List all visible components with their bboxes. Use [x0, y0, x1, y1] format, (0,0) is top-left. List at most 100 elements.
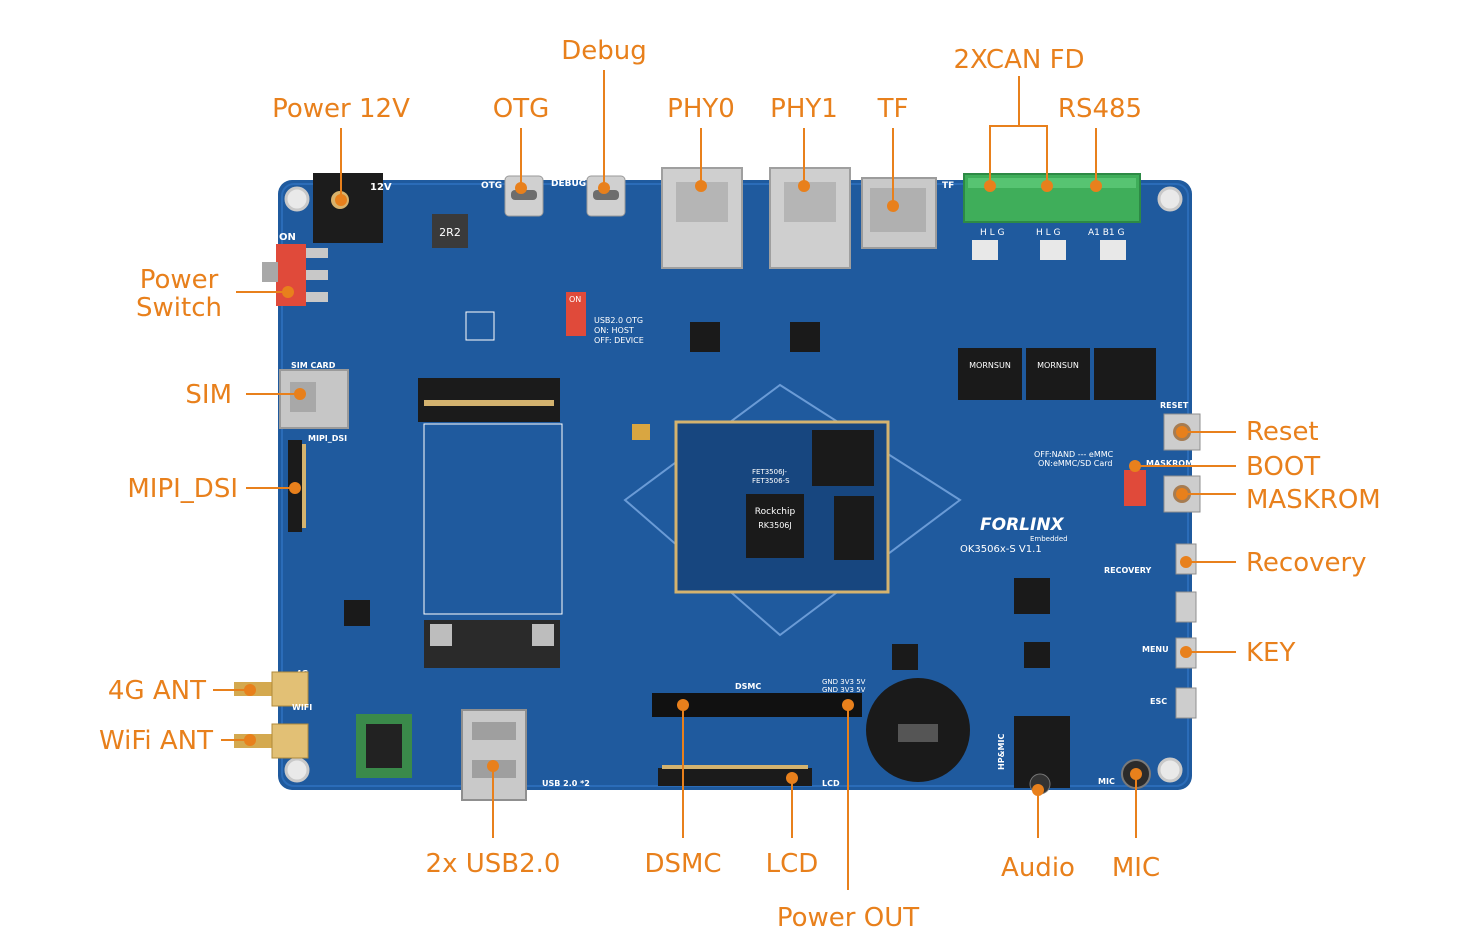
tf-slot: TF	[861, 177, 954, 249]
mpcie-pins	[424, 400, 554, 406]
silk-12v: 12V	[370, 182, 392, 193]
key-button	[1175, 591, 1197, 623]
label-mic: MIC	[1112, 853, 1160, 883]
label-power12v: Power 12V	[272, 94, 410, 124]
silk-usb-otg-2: ON: HOST	[594, 326, 634, 335]
label-can: 2XCAN FD	[953, 45, 1084, 75]
silk-boot-2: ON:eMMC/SD Card	[1038, 459, 1112, 468]
silk-otg-switch-on: ON	[569, 295, 581, 304]
sim-slot: SIM CARD	[279, 361, 349, 429]
silk-usb-otg-1: USB2.0 OTG	[594, 316, 643, 325]
inductor-body	[432, 214, 468, 248]
silk-usb2: USB 2.0 *2	[542, 779, 590, 788]
ic	[892, 644, 918, 670]
capacitor	[632, 424, 650, 440]
dev-board: 12V ON 2R2 OTG DEBUG	[234, 167, 1201, 801]
dot-tf	[887, 200, 899, 212]
dot-mic	[1130, 768, 1142, 780]
label-debug: Debug	[561, 36, 647, 66]
dot-power12v	[335, 194, 347, 206]
silk-esc: ESC	[1150, 697, 1167, 706]
mornsun-module	[1026, 348, 1090, 400]
misc-ics	[344, 311, 1050, 670]
usb-a-slot-top	[472, 722, 516, 740]
silk-mipi-dsi: MIPI_DSI	[308, 434, 347, 443]
silk-dsmc: DSMC	[735, 682, 761, 691]
usb-otg-switch: ON USB2.0 OTG ON: HOST OFF: DEVICE	[566, 292, 644, 345]
dot-boot	[1129, 460, 1141, 472]
silk-hp-mic: HP&MIC	[997, 734, 1006, 770]
board-model: OK3506x-S V1.1	[960, 544, 1042, 555]
silk-debug: DEBUG	[551, 179, 586, 189]
label-power-switch-2: Switch	[136, 293, 222, 323]
switch-pin	[306, 292, 328, 302]
label-key: KEY	[1246, 638, 1295, 668]
dot-can-a	[984, 180, 996, 192]
silk-wifi: WIFI	[292, 703, 312, 712]
memory-chip	[812, 430, 874, 486]
antenna-connectors: 4G WIFI	[234, 669, 312, 759]
mpcie-card-outline	[423, 423, 563, 615]
brand-logo: FORLINX Embedded OK3506x-S V1.1	[960, 515, 1068, 555]
callout-dots	[244, 180, 1192, 796]
control-buttons: RESET OFF:NAND --- eMMC ON:eMMC/SD Card …	[1034, 401, 1201, 719]
line-can-a	[989, 76, 1020, 186]
dot-mipi-dsi	[289, 482, 301, 494]
tf-card-opening	[870, 188, 926, 232]
audio-section: HP&MIC MIC	[997, 716, 1151, 795]
label-otg: OTG	[493, 94, 550, 124]
label-rs485: RS485	[1058, 94, 1142, 124]
lcd-fpc-body	[658, 768, 812, 786]
phy0-ic	[690, 322, 720, 352]
mipi-fpc-pins	[302, 444, 306, 528]
silk-otg: OTG	[481, 181, 502, 191]
isolation-modules: MORNSUN MORNSUN	[958, 348, 1156, 400]
phy1-rj45-opening	[784, 182, 836, 222]
sma-wifi-body	[271, 723, 309, 759]
som-module: Rockchip RK3506J FET3506J- FET3506-S	[674, 420, 890, 594]
label-phy0: PHY0	[667, 94, 735, 124]
tvs-part	[972, 240, 998, 260]
silk-lcd: LCD	[822, 779, 840, 788]
debug-typec-slot	[593, 190, 619, 200]
dot-reset	[1176, 426, 1188, 438]
silk-power-pins-1: GND 3V3 5V	[822, 678, 866, 686]
dot-power-out	[842, 699, 854, 711]
label-maskrom: MASKROM	[1246, 485, 1381, 515]
inductor: 2R2	[432, 214, 468, 248]
label-audio: Audio	[1001, 853, 1075, 883]
mount-hole	[284, 757, 310, 783]
callout-lines	[213, 70, 1236, 890]
label-reset: Reset	[1246, 417, 1319, 447]
silk-mornsun: MORNSUN	[969, 361, 1011, 370]
dot-sim	[294, 388, 306, 400]
silk-can-pins-1: H L G	[980, 228, 1005, 238]
sma-4g-body	[271, 671, 309, 707]
silk-recovery: RECOVERY	[1104, 566, 1151, 575]
usb-c-ports: OTG DEBUG	[481, 175, 626, 217]
dot-audio	[1032, 784, 1044, 796]
mpcie-latch-clip	[532, 624, 554, 646]
silk-usb-otg-3: OFF: DEVICE	[594, 336, 644, 345]
silk-boot-1: OFF:NAND --- eMMC	[1034, 450, 1114, 459]
silk-som-part-2: FET3506-S	[752, 477, 790, 485]
silk-som-part-1: FET3506J-	[752, 468, 787, 476]
esc-button	[1175, 687, 1197, 719]
codec-ic	[1014, 578, 1050, 614]
dot-usb	[487, 760, 499, 772]
silk-reset: RESET	[1160, 401, 1189, 410]
mounting-holes	[284, 186, 1183, 783]
silk-maskrom: MASKROM	[1146, 459, 1193, 468]
mpcie-latch-clip	[430, 624, 452, 646]
usb-a-port: USB 2.0 *2	[461, 709, 590, 801]
label-4g-ant: 4G ANT	[108, 676, 206, 706]
silk-menu: MENU	[1142, 645, 1169, 654]
dot-can-b	[1041, 180, 1053, 192]
dot-debug	[598, 182, 610, 194]
brand-sub: Embedded	[1030, 535, 1068, 543]
dot-rs485	[1090, 180, 1102, 192]
silk-on: ON	[279, 232, 296, 243]
silk-inductor: 2R2	[439, 226, 461, 239]
